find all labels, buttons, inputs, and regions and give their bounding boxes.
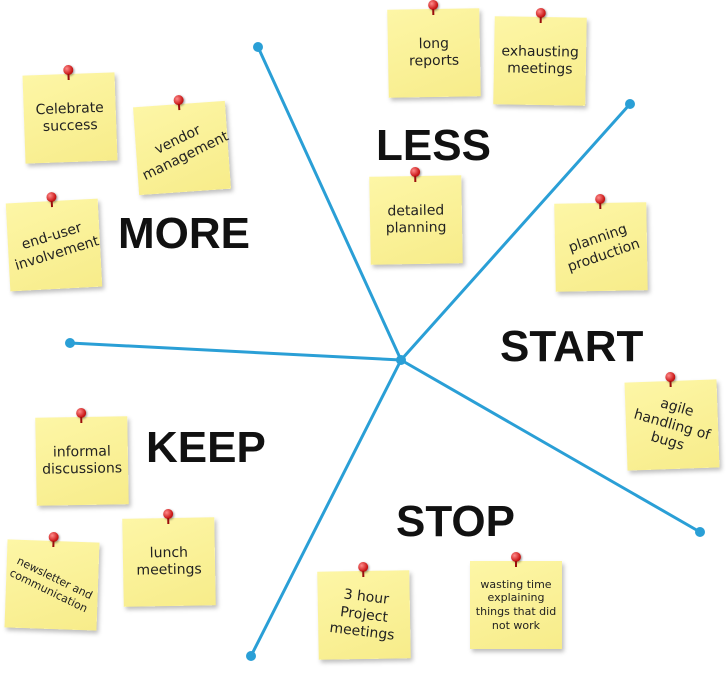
sticky-note-3-hour-project-meetings: 3 hour Project meetings: [317, 561, 411, 660]
heading-start: START: [500, 322, 644, 371]
push-pin-icon: [665, 371, 676, 383]
spoke-less-start: [399, 102, 632, 362]
push-pin-icon: [595, 193, 606, 205]
note-text: informal discussions: [42, 442, 123, 478]
push-pin-icon: [410, 166, 421, 178]
sticky-note-vendor-management: vendor management: [133, 94, 231, 196]
push-pin-icon: [46, 191, 57, 203]
note-text: Celebrate success: [35, 99, 105, 135]
note-text: vendor management: [139, 121, 232, 183]
push-pin-icon: [428, 0, 439, 11]
push-pin-icon: [535, 7, 546, 19]
sticky-note-newsletter-and-communication: newsletter and communication: [4, 531, 100, 631]
note-text: planning production: [565, 220, 642, 275]
push-pin-icon: [76, 407, 87, 419]
spoke-more-keep: [68, 341, 403, 362]
heading-keep: KEEP: [146, 423, 266, 472]
heading-stop: STOP: [396, 497, 516, 546]
push-pin-icon: [511, 552, 521, 567]
sticky-note-detailed-planning: detailed planning: [369, 166, 463, 265]
push-pin-icon: [163, 508, 174, 520]
note-text: agile handling of bugs: [632, 395, 713, 454]
spoke-end-dot: [695, 527, 705, 537]
sticky-note-wasting-time: wasting time explaining things that did …: [470, 552, 562, 649]
note-text: long reports: [408, 35, 460, 70]
sticky-note-celebrate-success: Celebrate success: [22, 64, 118, 164]
note-text: detailed planning: [385, 202, 447, 237]
spoke-end-dot: [246, 651, 256, 661]
note-text: newsletter and communication: [8, 554, 96, 616]
sticky-note-agile-handling-of-bugs: agile handling of bugs: [624, 371, 720, 471]
heading-more: MORE: [118, 209, 250, 258]
push-pin-icon: [63, 64, 74, 76]
spoke-end-dot: [65, 338, 75, 348]
note-text: wasting time explaining things that did …: [475, 577, 557, 632]
sticky-note-long-reports: long reports: [387, 0, 481, 98]
note-text: exhausting meetings: [501, 42, 580, 78]
push-pin-icon: [48, 531, 59, 543]
note-text: end-user involvement: [12, 219, 101, 274]
sticky-note-informal-discussions: informal discussions: [35, 407, 129, 506]
sticky-note-lunch-meetings: lunch meetings: [122, 508, 216, 607]
push-pin-icon: [173, 94, 184, 106]
spoke-end-dot: [253, 42, 263, 52]
heading-less: LESS: [376, 121, 491, 170]
spoke-keep-stop: [249, 358, 403, 658]
sticky-note-end-user-involvement: end-user involvement: [5, 191, 103, 292]
note-text: lunch meetings: [136, 544, 202, 579]
sticky-note-planning-production: planning production: [554, 193, 648, 292]
spoke-more-less: [256, 45, 403, 362]
note-text: 3 hour Project meetings: [328, 586, 396, 644]
spoke-start-stop: [399, 358, 702, 534]
center-dot: [396, 355, 406, 365]
spoke-end-dot: [625, 99, 635, 109]
push-pin-icon: [358, 561, 369, 573]
sticky-note-exhausting-meetings: exhausting meetings: [493, 7, 587, 106]
